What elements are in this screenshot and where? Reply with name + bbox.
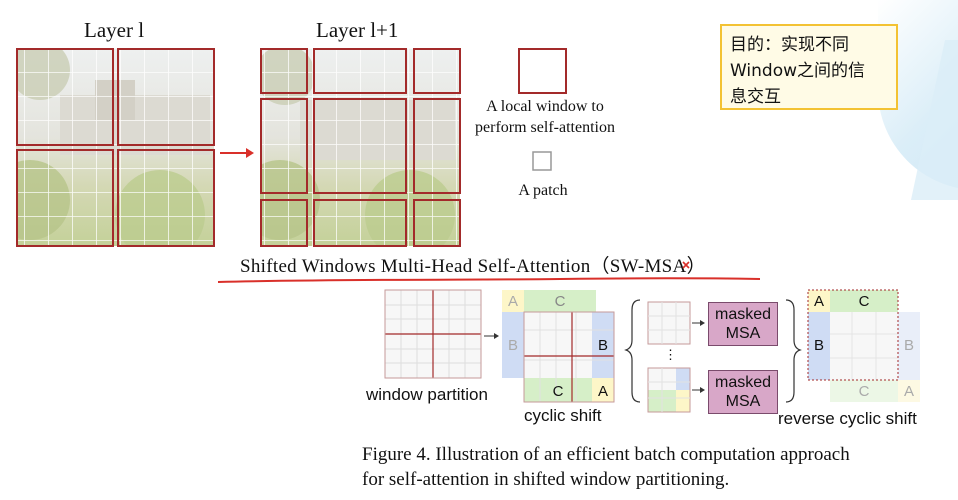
- layer-l-plus-1-windows: [260, 48, 461, 247]
- local-window-legend-line1: A local window to: [486, 98, 604, 115]
- cyclic-inner-c: C: [552, 382, 564, 400]
- window-partition-grid: [384, 289, 482, 379]
- purpose-note-line2: Window之间的信: [730, 61, 866, 81]
- layer-l-windows: [16, 48, 215, 247]
- batch-window-2: [647, 367, 691, 413]
- purpose-note-line3: 息交互: [730, 87, 781, 107]
- cyclic-shift-label: cyclic shift: [524, 406, 602, 425]
- cyclic-outer-a: A: [507, 292, 518, 310]
- masked-msa-1-line2: MSA: [725, 325, 761, 342]
- reverse-b: B: [813, 336, 824, 354]
- reverse-c: C: [858, 292, 870, 310]
- masked-msa-box-2: masked MSA: [708, 370, 778, 414]
- batch-computation-diagram: [384, 289, 920, 413]
- cyclic-outer-c: C: [554, 292, 566, 310]
- layer-l-plus-1-image: [260, 48, 460, 246]
- reverse-a: A: [813, 292, 824, 310]
- reverse-cyclic-shift-label: reverse cyclic shift: [778, 409, 917, 428]
- msa-arrows: [692, 320, 705, 393]
- figure-caption-line1: Figure 4. Illustration of an efficient b…: [362, 444, 850, 465]
- purpose-note-line1: 目的：实现不同: [730, 35, 849, 55]
- reverse-outer-c: C: [858, 382, 870, 400]
- partition-arrow: [484, 333, 499, 339]
- vertical-ellipsis: ⋮: [664, 347, 677, 362]
- layer-l-plus-1-title: Layer l+1: [316, 18, 399, 42]
- figure-caption-line2: for self-attention in shifted window par…: [362, 469, 730, 490]
- cyclic-shift-grid: [502, 290, 615, 403]
- cyclic-outer-b: B: [507, 336, 518, 354]
- layer-l-title: Layer l: [84, 18, 145, 42]
- cyclic-inner-a: A: [597, 382, 608, 400]
- red-annotation-marks: [217, 261, 761, 283]
- masked-msa-2-line1: masked: [714, 374, 772, 391]
- local-window-legend-line2: perform self-attention: [475, 119, 615, 136]
- reverse-cyclic-shift-grid: [807, 289, 920, 402]
- reverse-outer-b: B: [903, 336, 914, 354]
- handwritten-mark: [682, 261, 690, 269]
- purpose-note: 目的：实现不同 Window之间的信 息交互: [720, 24, 898, 110]
- local-window-legend-label: A local window to perform self-attention: [460, 96, 630, 138]
- patch-legend-label: A patch: [518, 182, 568, 199]
- cyclic-inner-b: B: [597, 336, 608, 354]
- shift-arrow: [220, 148, 254, 158]
- masked-msa-1-line1: masked: [714, 306, 772, 323]
- reverse-outer-a: A: [903, 382, 914, 400]
- window-partition-label: window partition: [366, 385, 488, 404]
- sw-msa-title: Shifted Windows Multi-Head Self-Attentio…: [240, 256, 706, 277]
- left-brace: [624, 299, 641, 403]
- window-shift-illustration: [16, 48, 567, 247]
- handwritten-underline: [217, 277, 761, 283]
- masked-msa-2-line2: MSA: [725, 393, 761, 410]
- figure-caption: Figure 4. Illustration of an efficient b…: [362, 442, 850, 492]
- batch-window-1: [647, 301, 691, 345]
- masked-msa-box-1: masked MSA: [708, 302, 778, 346]
- local-window-legend-box: [518, 48, 567, 94]
- right-brace: [785, 299, 802, 403]
- patch-legend-box: [532, 151, 552, 171]
